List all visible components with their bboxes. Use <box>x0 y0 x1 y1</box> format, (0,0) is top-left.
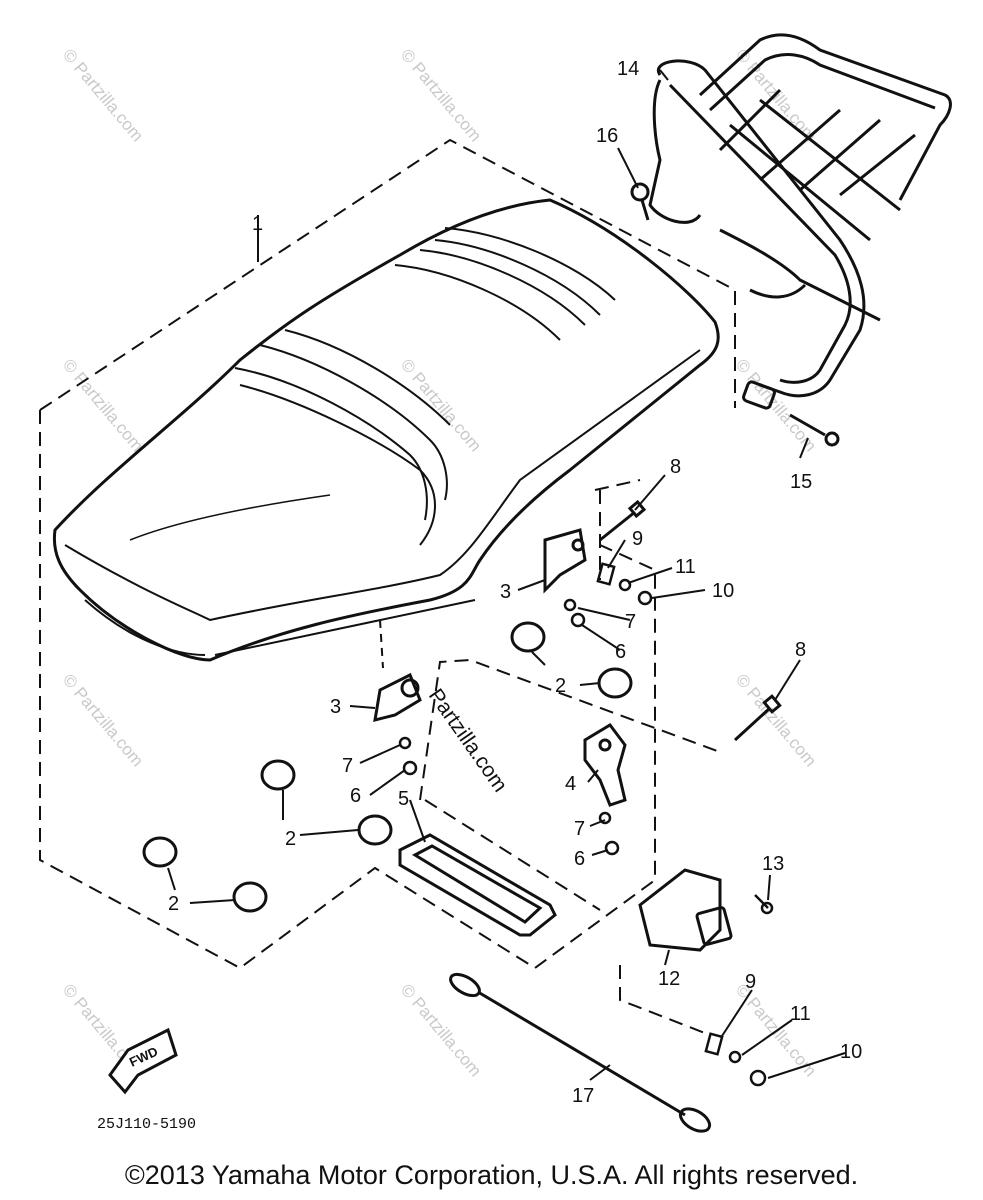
callout-7: 7 <box>342 755 353 777</box>
dampers-2 <box>142 621 633 913</box>
assembly-boundary <box>39 138 736 1036</box>
callout-8: 8 <box>795 639 806 661</box>
fwd-arrow: FWD <box>108 1027 178 1095</box>
callout-2: 2 <box>285 828 296 850</box>
callout-labels: 1 2 2 2 2 3 3 4 5 6 6 6 7 7 7 8 8 9 9 10… <box>168 58 862 1107</box>
callout-11: 11 <box>790 1003 811 1025</box>
watermark: © Partzilla.com <box>59 45 147 145</box>
watermark: © Partzilla.com <box>397 355 485 455</box>
bolt-16 <box>630 182 650 221</box>
lock-assembly-12 <box>638 868 733 952</box>
watermarks: © Partzilla.com © Partzilla.com © Partzi… <box>59 45 820 1080</box>
callout-3: 3 <box>500 581 511 603</box>
leader-lines <box>167 69 846 1081</box>
watermark: © Partzilla.com <box>732 670 820 770</box>
callout-14: 14 <box>617 58 639 80</box>
callout-10: 10 <box>712 580 734 602</box>
callout-6: 6 <box>574 848 585 870</box>
callout-10: 10 <box>840 1041 862 1063</box>
small-hardware <box>398 562 774 1087</box>
bolts-8 <box>599 499 782 742</box>
rear-rack <box>648 33 952 410</box>
callout-7: 7 <box>625 611 636 633</box>
bolt-15 <box>789 413 840 447</box>
callout-11: 11 <box>675 556 696 578</box>
callout-16: 16 <box>596 125 618 147</box>
callout-17: 17 <box>572 1085 594 1107</box>
watermark: © Partzilla.com <box>59 670 147 770</box>
tray-5 <box>398 833 557 937</box>
callout-4: 4 <box>565 773 576 795</box>
callout-5: 5 <box>398 788 409 810</box>
callout-1: 1 <box>252 213 263 235</box>
callout-12: 12 <box>658 968 680 990</box>
callout-6: 6 <box>350 785 361 807</box>
watermark: © Partzilla.com <box>59 355 147 455</box>
copyright-footer: ©2013 Yamaha Motor Corporation, U.S.A. A… <box>124 1160 859 1190</box>
callout-6: 6 <box>615 641 626 663</box>
callout-7: 7 <box>574 818 585 840</box>
callout-15: 15 <box>790 471 812 493</box>
cable-17 <box>449 972 712 1133</box>
hinges-3 <box>373 528 587 723</box>
callout-8: 8 <box>670 456 681 478</box>
watermark: © Partzilla.com <box>397 45 485 145</box>
callout-9: 9 <box>745 971 756 993</box>
drawing-code: 25J110-5190 <box>97 1116 196 1133</box>
callout-2: 2 <box>555 675 566 697</box>
seat-lock-4 <box>583 723 627 807</box>
seat <box>52 198 720 662</box>
callout-3: 3 <box>330 696 341 718</box>
callout-9: 9 <box>632 528 643 550</box>
callout-2: 2 <box>168 893 179 915</box>
center-watermark: Partzilla.com <box>424 685 512 797</box>
callout-13: 13 <box>762 853 784 875</box>
